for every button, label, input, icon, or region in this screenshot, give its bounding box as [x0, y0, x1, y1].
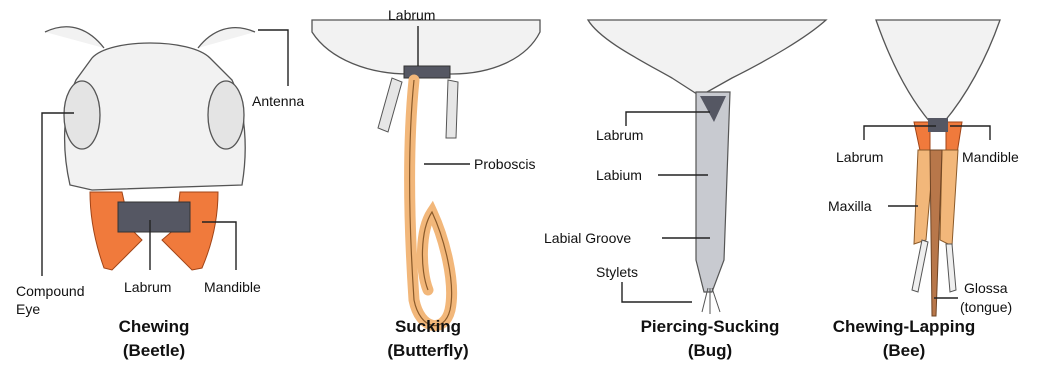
- butterfly-caption: Sucking: [395, 317, 461, 336]
- beetle-antenna-right: [198, 28, 255, 48]
- beetle-labrum-label: Labrum: [124, 279, 171, 295]
- butterfly-panel: Labrum Proboscis Sucking (Butterfly): [312, 7, 540, 360]
- bug-caption: Piercing-Sucking: [641, 317, 780, 336]
- beetle-antenna-label: Antenna: [252, 93, 304, 109]
- bee-glossa-label: Glossa: [964, 280, 1008, 296]
- bug-caption-line2: (Bug): [688, 341, 732, 360]
- bug-labium-label: Labium: [596, 167, 642, 183]
- bee-caption-line2: (Bee): [883, 341, 926, 360]
- beetle-caption-line2: (Beetle): [123, 341, 185, 360]
- bug-labium: [696, 92, 730, 292]
- bee-panel: Labrum Mandible Maxilla Glossa (tongue) …: [828, 20, 1019, 360]
- beetle-caption: Chewing: [119, 317, 190, 336]
- beetle-compound-eye-label-line2: Eye: [16, 301, 40, 317]
- bee-glossa-label-line2: (tongue): [960, 299, 1012, 315]
- butterfly-palp-right: [446, 80, 458, 138]
- beetle-labrum: [118, 202, 190, 232]
- butterfly-palp-left: [378, 78, 402, 132]
- bug-head: [588, 20, 826, 96]
- bee-labrum: [928, 118, 948, 132]
- bug-stylets-leader: [622, 282, 692, 302]
- butterfly-proboscis-label: Proboscis: [474, 156, 535, 172]
- butterfly-proboscis: [410, 80, 452, 326]
- beetle-compound-eye-label: Compound: [16, 283, 85, 299]
- bug-panel: Labrum Labium Labial Groove Stylets Pier…: [544, 20, 826, 360]
- bug-labial-groove-label: Labial Groove: [544, 230, 631, 246]
- bug-labrum-label: Labrum: [596, 127, 643, 143]
- beetle-panel: Antenna Compound Eye Labrum Mandible Che…: [16, 27, 304, 360]
- bee-mandible-label: Mandible: [962, 149, 1019, 165]
- bee-caption: Chewing-Lapping: [833, 317, 976, 336]
- beetle-antenna-left: [45, 27, 104, 48]
- beetle-mandible-label: Mandible: [204, 279, 261, 295]
- bee-maxilla-label: Maxilla: [828, 198, 872, 214]
- bug-stylets-label: Stylets: [596, 264, 638, 280]
- bee-labial-palp-left: [912, 240, 928, 292]
- bee-labial-palp-right: [946, 244, 956, 292]
- beetle-antenna-leader: [258, 30, 288, 86]
- bee-labrum-label: Labrum: [836, 149, 883, 165]
- bee-head: [876, 20, 1000, 122]
- butterfly-caption-line2: (Butterfly): [387, 341, 468, 360]
- beetle-compound-eye-right: [208, 81, 244, 149]
- bee-maxilla-right: [940, 150, 958, 246]
- beetle-compound-eye-left: [64, 81, 100, 149]
- butterfly-labrum-label: Labrum: [388, 7, 435, 23]
